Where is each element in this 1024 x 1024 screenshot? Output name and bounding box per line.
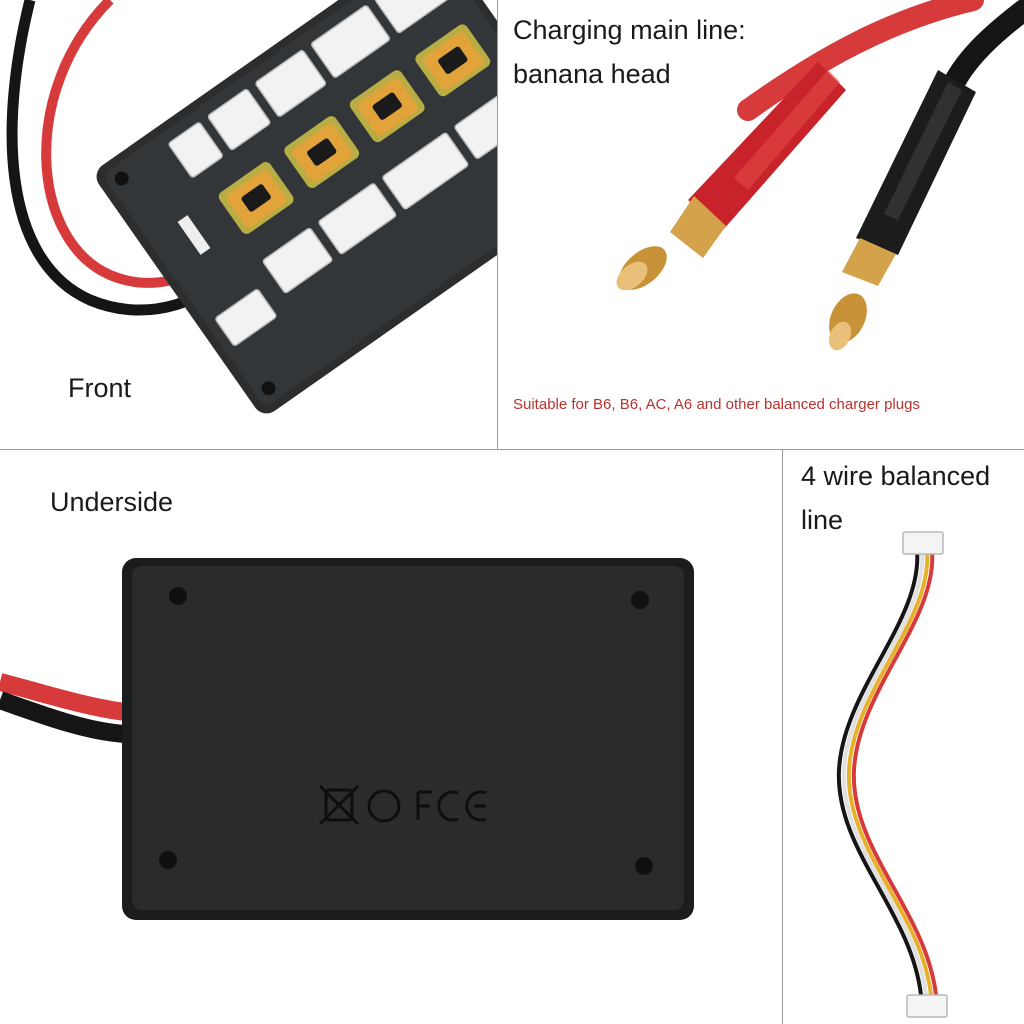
zip-tie xyxy=(177,215,211,255)
balance-line-panel: 4 wire balanced line xyxy=(783,450,1024,1024)
underside-black-wire xyxy=(0,691,127,743)
board-underside xyxy=(122,558,694,920)
banana-caption-line2: banana head xyxy=(513,59,671,89)
balance-caption-line2: line xyxy=(801,505,844,535)
banana-panel: Charging main line: banana head Suitable… xyxy=(498,0,1024,449)
balance-connector-row-top xyxy=(168,0,461,178)
red-banana-plug xyxy=(616,62,846,291)
top-jst-plug xyxy=(902,531,944,555)
certification-marks xyxy=(318,784,487,826)
front-caption: Front xyxy=(68,373,132,403)
bottom-jst-plug xyxy=(906,994,948,1018)
black-lead-wire xyxy=(942,0,1024,96)
balance-line-photo xyxy=(836,531,948,1018)
balance-wire-bundle xyxy=(836,549,938,996)
input-balance-plug xyxy=(215,289,277,346)
xt60-connector-row xyxy=(218,24,491,234)
red-lead-wire xyxy=(737,0,984,121)
banana-plug-photo xyxy=(616,0,1024,351)
compatibility-note: Suitable for B6, B6, AC, A6 and other ba… xyxy=(513,396,920,413)
front-panel: Front xyxy=(0,0,497,449)
divider-bottom-vertical xyxy=(782,450,783,1024)
underside-panel: Underside xyxy=(0,450,782,1024)
underside-caption: Underside xyxy=(50,487,174,517)
divider-top-vertical xyxy=(497,0,498,449)
underside-photo xyxy=(0,558,694,920)
black-banana-plug xyxy=(828,70,976,351)
front-photo xyxy=(6,0,497,414)
banana-caption-line1: Charging main line: xyxy=(513,15,746,45)
balance-connector-row-bottom xyxy=(262,78,497,294)
balance-caption-line1: 4 wire balanced xyxy=(801,461,991,491)
parallel-board xyxy=(96,0,497,414)
divider-horizontal xyxy=(0,449,1024,450)
underside-red-wire xyxy=(0,673,128,721)
